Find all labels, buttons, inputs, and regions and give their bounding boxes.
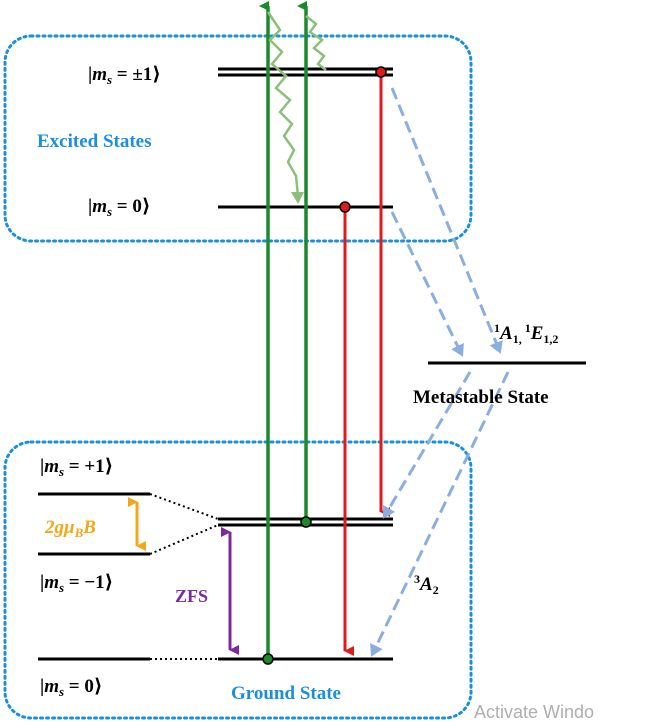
green-dot-ground-pm1 <box>300 516 312 528</box>
metastable-term-label: 1A1, 1E1,2 <box>494 321 558 346</box>
dashed-isc-arrow-2 <box>390 211 464 357</box>
ground-state-box <box>3 440 473 720</box>
ms-pm1-label: |ms = ±1⟩ <box>88 64 161 87</box>
red-dot-excited-pm1 <box>375 66 387 78</box>
wavy-relaxation-line-2 <box>305 15 327 71</box>
ms-plus1-label: |ms = +1⟩ <box>40 456 113 479</box>
dashed-isc-arrow-3 <box>382 371 472 519</box>
ground-state-label: Ground State <box>231 683 341 704</box>
activate-windows-watermark: Activate Windo <box>474 702 594 722</box>
connector-plus1 <box>149 493 219 520</box>
zeeman-label: 2gμBB <box>44 517 96 540</box>
ms-0-excited-label: |ms = 0⟩ <box>88 196 151 219</box>
ms-minus1-label: |ms = −1⟩ <box>40 572 113 595</box>
metastable-state-label: Metastable State <box>413 387 549 408</box>
zfs-label: ZFS <box>175 586 208 606</box>
ms-0-ground-label: |ms = 0⟩ <box>40 676 103 699</box>
excited-states-box <box>3 34 473 243</box>
green-dot-ground-0 <box>262 653 274 665</box>
dashed-isc-arrow-4 <box>370 371 510 657</box>
wavy-relaxation-line-1 <box>266 11 300 197</box>
red-dot-excited-0 <box>339 201 351 213</box>
dashed-isc-arrow-1 <box>390 87 503 354</box>
excited-states-label: Excited States <box>37 131 152 152</box>
wavy-arrowhead <box>291 192 304 204</box>
connector-minus1 <box>149 524 219 555</box>
ground-term-label: 3A2 <box>414 572 439 597</box>
